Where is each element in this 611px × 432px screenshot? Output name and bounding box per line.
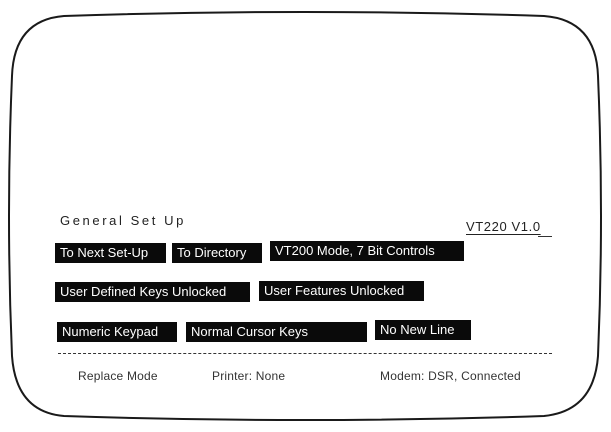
user-defined-keys-setting[interactable]: User Defined Keys Unlocked <box>55 282 250 302</box>
crt-screen-frame <box>4 6 605 426</box>
to-next-setup-button[interactable]: To Next Set-Up <box>55 243 166 263</box>
user-features-setting[interactable]: User Features Unlocked <box>259 281 424 301</box>
keypad-mode-setting[interactable]: Numeric Keypad <box>57 322 177 342</box>
status-modem: Modem: DSR, Connected <box>380 369 521 383</box>
page-title: General Set Up <box>60 213 187 228</box>
status-divider <box>58 353 552 354</box>
version-underline <box>538 236 552 237</box>
vt200-mode-setting[interactable]: VT200 Mode, 7 Bit Controls <box>270 241 464 261</box>
version-label: VT220 V1.0 <box>466 219 541 234</box>
to-directory-button[interactable]: To Directory <box>172 243 262 263</box>
status-mode: Replace Mode <box>78 369 158 383</box>
status-printer: Printer: None <box>212 369 286 383</box>
cursor-keys-setting[interactable]: Normal Cursor Keys <box>186 322 367 342</box>
new-line-setting[interactable]: No New Line <box>375 320 471 340</box>
